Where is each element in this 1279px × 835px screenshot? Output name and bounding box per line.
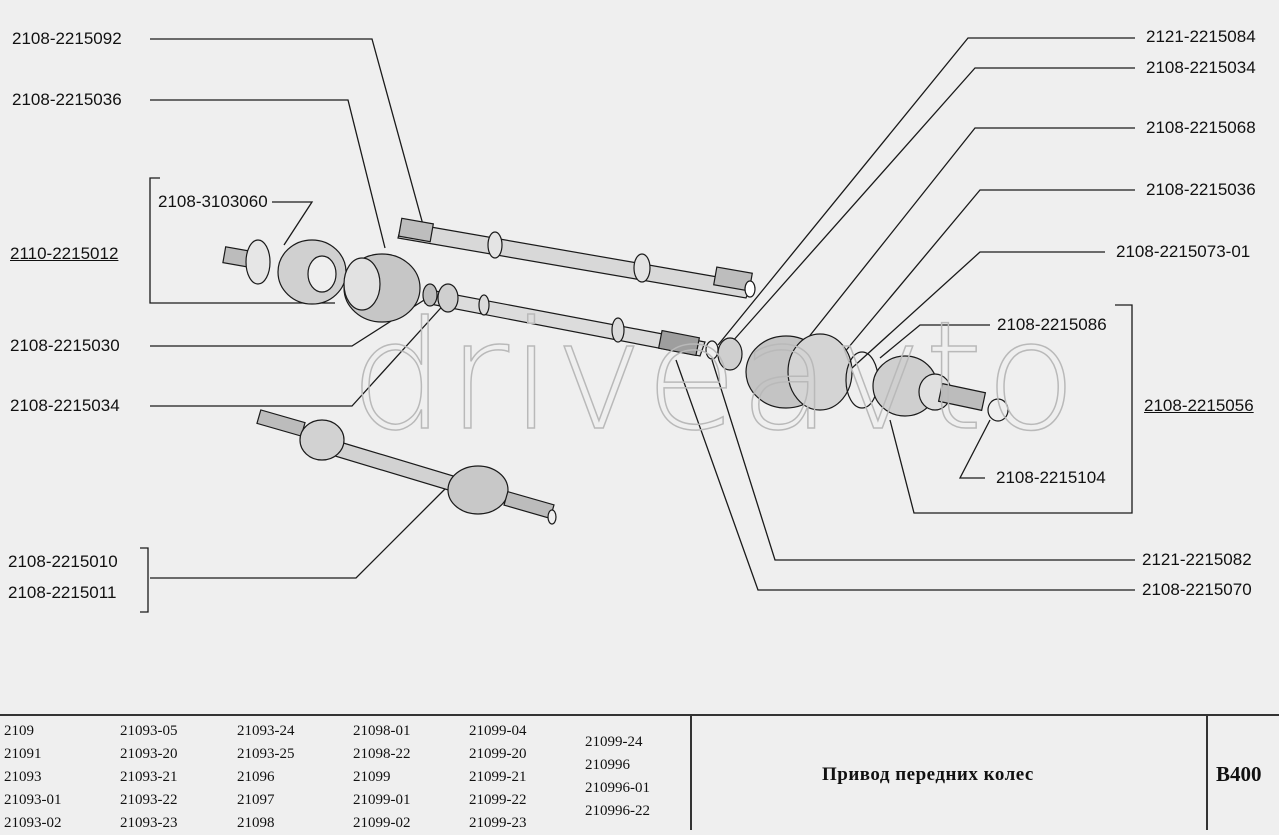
part-label-2215036-right: 2108-2215036: [1146, 180, 1256, 199]
assembled-drive: [256, 409, 557, 525]
model-column: 21099-24 210996 210996-01 210996-22: [585, 731, 650, 823]
part-label-2215104: 2108-2215104: [996, 468, 1106, 487]
leader-line: [851, 251, 1105, 369]
title-block: 2109 21091 21093 21093-01 21093-02 21093…: [0, 714, 1279, 831]
model-code: 21099: [353, 769, 391, 785]
model-code: 21093-05: [120, 723, 178, 739]
model-code: 21093-01: [4, 792, 62, 808]
part-label-2215084: 2121-2215084: [1146, 27, 1256, 46]
leader-line: [837, 189, 1135, 361]
leader-line: [717, 37, 1135, 346]
divider: [690, 716, 692, 830]
sheet-title: Привод передних колес: [822, 764, 1034, 785]
model-code: 21093-23: [120, 815, 178, 831]
model-code: 21099-22: [469, 792, 527, 808]
part-label-2215070: 2108-2215070: [1142, 580, 1252, 599]
model-code: 21099-24: [585, 734, 643, 750]
divider: [1206, 716, 1208, 830]
model-code: 21099-21: [469, 769, 527, 785]
part-label-2215092: 2108-2215092: [12, 29, 122, 48]
model-code: 21093-20: [120, 746, 178, 762]
model-code: 21097: [237, 792, 275, 808]
leader-line: [675, 359, 1135, 591]
leader-line: [879, 324, 990, 359]
part-label-2215034-left: 2108-2215034: [10, 396, 120, 415]
drive-assembly-diagram: [140, 37, 1135, 613]
model-code: 21093-02: [4, 815, 62, 831]
part-label-2215082: 2121-2215082: [1142, 550, 1252, 569]
model-code: 21098: [237, 815, 275, 831]
model-code: 21091: [4, 746, 42, 762]
model-column: 21098-01 21098-22 21099 21099-01 21099-0…: [353, 720, 411, 835]
part-label-2215056: 2108-2215056: [1144, 396, 1254, 415]
part-label-2215034-right: 2108-2215034: [1146, 58, 1256, 77]
part-label-2215036-left: 2108-2215036: [12, 90, 122, 109]
model-code: 2109: [4, 723, 34, 739]
part-label-2215068: 2108-2215068: [1146, 118, 1256, 137]
part-label-2215086: 2108-2215086: [997, 315, 1107, 334]
model-code: 21096: [237, 769, 275, 785]
inner-shaft: [397, 217, 756, 299]
model-code: 21093: [4, 769, 42, 785]
leader-line: [731, 67, 1135, 343]
leader-line: [150, 299, 449, 407]
model-code: 21093-24: [237, 723, 295, 739]
leader-line: [150, 99, 386, 249]
model-code: 21099-23: [469, 815, 527, 831]
model-code: 21099-04: [469, 723, 527, 739]
leader-line: [272, 201, 314, 246]
model-code: 21093-25: [237, 746, 295, 762]
model-code: 210996-01: [585, 780, 650, 796]
model-column: 21093-24 21093-25 21096 21097 21098: [237, 720, 295, 835]
leader-line: [149, 177, 335, 304]
sheet-code: В400: [1216, 762, 1262, 786]
part-label-2215011: 2108-2215011: [8, 583, 117, 602]
part-label-2215073-01: 2108-2215073-01: [1116, 242, 1251, 261]
leader-line: [711, 359, 1135, 561]
main-shaft: [422, 283, 706, 357]
leader-line: [958, 419, 991, 479]
leader-line: [889, 304, 1133, 514]
part-label-2215030: 2108-2215030: [10, 336, 120, 355]
model-code: 21099-02: [353, 815, 411, 831]
model-code: 21098-01: [353, 723, 411, 739]
part-label-3103060: 2108-3103060: [158, 192, 268, 211]
part-label-2215012: 2110-2215012: [10, 244, 119, 263]
model-code: 21098-22: [353, 746, 411, 762]
model-code: 21093-21: [120, 769, 178, 785]
leader-line: [150, 481, 453, 579]
model-code: 21099-20: [469, 746, 527, 762]
leader-line: [799, 127, 1135, 349]
model-code: 21093-22: [120, 792, 178, 808]
model-column: 2109 21091 21093 21093-01 21093-02: [4, 720, 62, 835]
inner-cv-joint: [222, 239, 421, 323]
leader-line: [150, 38, 426, 233]
model-column: 21099-04 21099-20 21099-21 21099-22 2109…: [469, 720, 527, 835]
part-label-2215010: 2108-2215010: [8, 552, 118, 571]
model-code: 21099-01: [353, 792, 411, 808]
model-code: 210996: [585, 757, 630, 773]
model-column: 21093-05 21093-20 21093-21 21093-22 2109…: [120, 720, 178, 835]
leader-line: [140, 547, 149, 613]
outer-cv-joint: [705, 333, 1009, 422]
model-code: 210996-22: [585, 803, 650, 819]
